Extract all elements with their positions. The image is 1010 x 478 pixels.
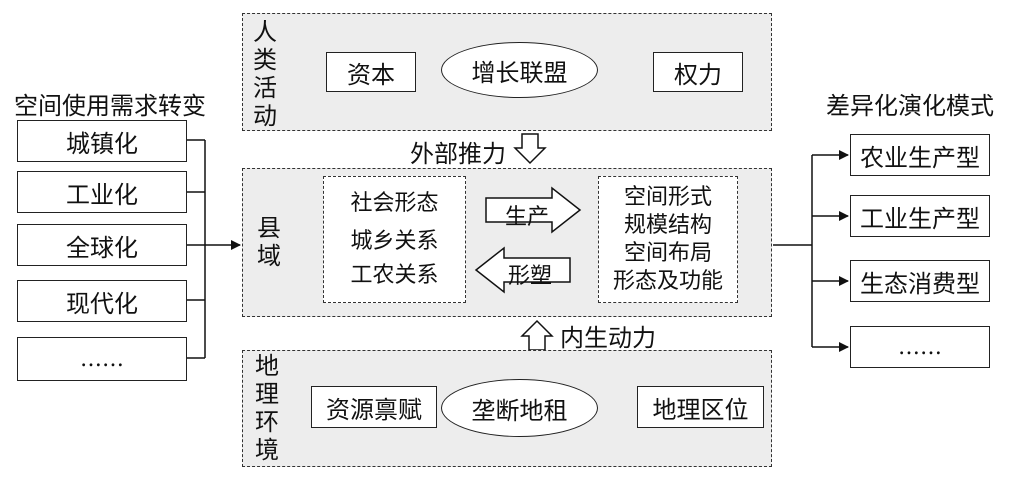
location-box: 地理区位	[637, 386, 764, 428]
social-item: 城乡关系	[350, 228, 439, 254]
spatial-form-box: 空间形式 规模结构 空间布局 形态及功能	[598, 176, 738, 303]
spatial-item: 空间形式	[623, 184, 712, 210]
demand-box: 工业化	[17, 171, 187, 213]
up-arrow-icon	[520, 319, 554, 351]
produce-label: 生产	[505, 205, 550, 230]
power-box: 权力	[653, 52, 743, 92]
produce-arrow-icon	[485, 186, 582, 234]
modes-connector	[773, 150, 849, 352]
spatial-item: 规模结构	[623, 212, 712, 238]
mode-box: ……	[850, 326, 990, 368]
internal-drive-label: 内生动力	[560, 324, 656, 352]
human-activity-label: 人类活动	[253, 18, 277, 130]
social-relations-box: 社会形态 城乡关系 工农关系	[323, 176, 466, 303]
spatial-item: 形态及功能	[612, 268, 723, 294]
external-push-label: 外部推力	[410, 140, 506, 168]
demand-title: 空间使用需求转变	[14, 92, 206, 120]
geo-environment-label: 地理环境	[255, 352, 279, 464]
shape-label: 形塑	[508, 264, 553, 289]
county-label: 县域	[257, 214, 281, 270]
demand-box: 全球化	[17, 224, 187, 266]
demand-box: ……	[17, 337, 187, 381]
social-item: 工农关系	[350, 262, 439, 288]
shape-arrow-icon	[474, 246, 571, 294]
down-arrow-icon	[513, 133, 547, 165]
demand-box: 现代化	[17, 280, 187, 322]
mode-box: 生态消费型	[850, 260, 990, 302]
modes-title: 差异化演化模式	[826, 92, 994, 120]
spatial-item: 空间布局	[623, 240, 712, 266]
growth-alliance-ellipse: 增长联盟	[441, 42, 598, 98]
capital-box: 资本	[326, 52, 416, 92]
social-item: 社会形态	[350, 190, 439, 216]
demand-connector	[187, 139, 241, 359]
resource-endowment-box: 资源禀赋	[311, 386, 437, 428]
monopoly-rent-ellipse: 垄断地租	[441, 379, 598, 437]
mode-box: 农业生产型	[850, 134, 990, 176]
demand-box: 城镇化	[17, 120, 187, 162]
mode-box: 工业生产型	[850, 195, 990, 237]
